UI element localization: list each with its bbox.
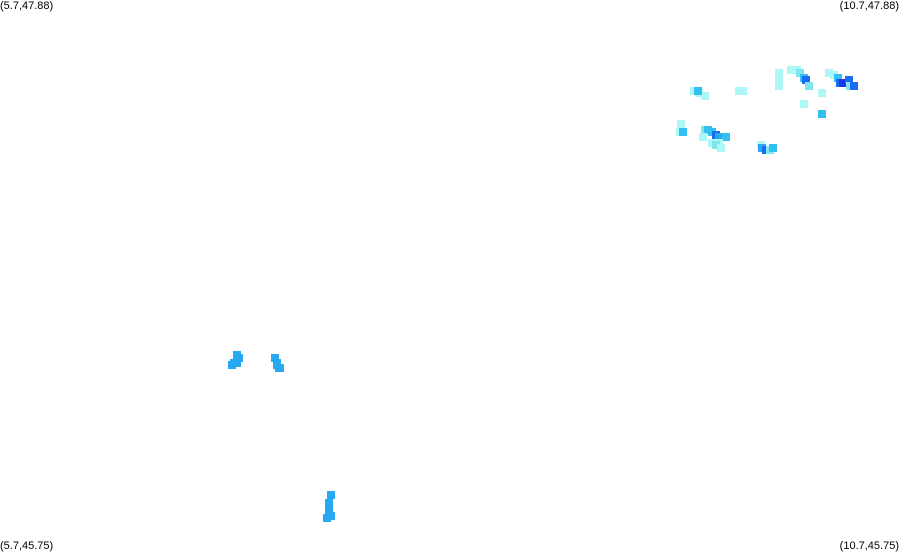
corner-label-top-right: (10.7,47.88): [839, 0, 899, 12]
precip-cell: [677, 120, 685, 128]
corner-label-bottom-right: (10.7,45.75): [839, 540, 899, 552]
precip-cell: [825, 69, 833, 77]
precip-cell: [325, 507, 333, 515]
precip-cell: [834, 74, 842, 82]
precip-cell: [769, 144, 777, 152]
precip-cell: [796, 69, 804, 77]
precip-cell: [679, 128, 687, 136]
precip-cell: [818, 110, 826, 118]
precip-cell: [275, 364, 283, 372]
precip-cell: [271, 354, 279, 362]
precip-cell: [787, 66, 795, 74]
precip-cell: [775, 82, 783, 90]
precip-cell: [722, 133, 730, 141]
precip-cell: [800, 100, 808, 108]
precip-cell: [701, 92, 709, 100]
precip-cell: [775, 76, 783, 84]
precip-cell: [228, 361, 236, 369]
precip-cell: [818, 89, 826, 97]
precip-cell: [712, 141, 720, 149]
precip-cell: [235, 354, 243, 362]
precip-cell: [739, 87, 747, 95]
precip-cell: [699, 133, 707, 141]
precip-cell: [323, 514, 331, 522]
precip-cell: [850, 82, 858, 90]
precip-cell: [802, 76, 810, 84]
corner-label-bottom-left: (5.7,45.75): [0, 540, 54, 552]
corner-label-top-left: (5.7,47.88): [0, 0, 54, 12]
precip-cell: [325, 499, 333, 507]
precip-cell: [805, 82, 813, 90]
precip-cell: [327, 491, 335, 499]
precip-cell: [694, 87, 702, 95]
precip-cell: [775, 69, 783, 77]
precip-cell: [717, 144, 725, 152]
precip-cell: [845, 76, 853, 84]
